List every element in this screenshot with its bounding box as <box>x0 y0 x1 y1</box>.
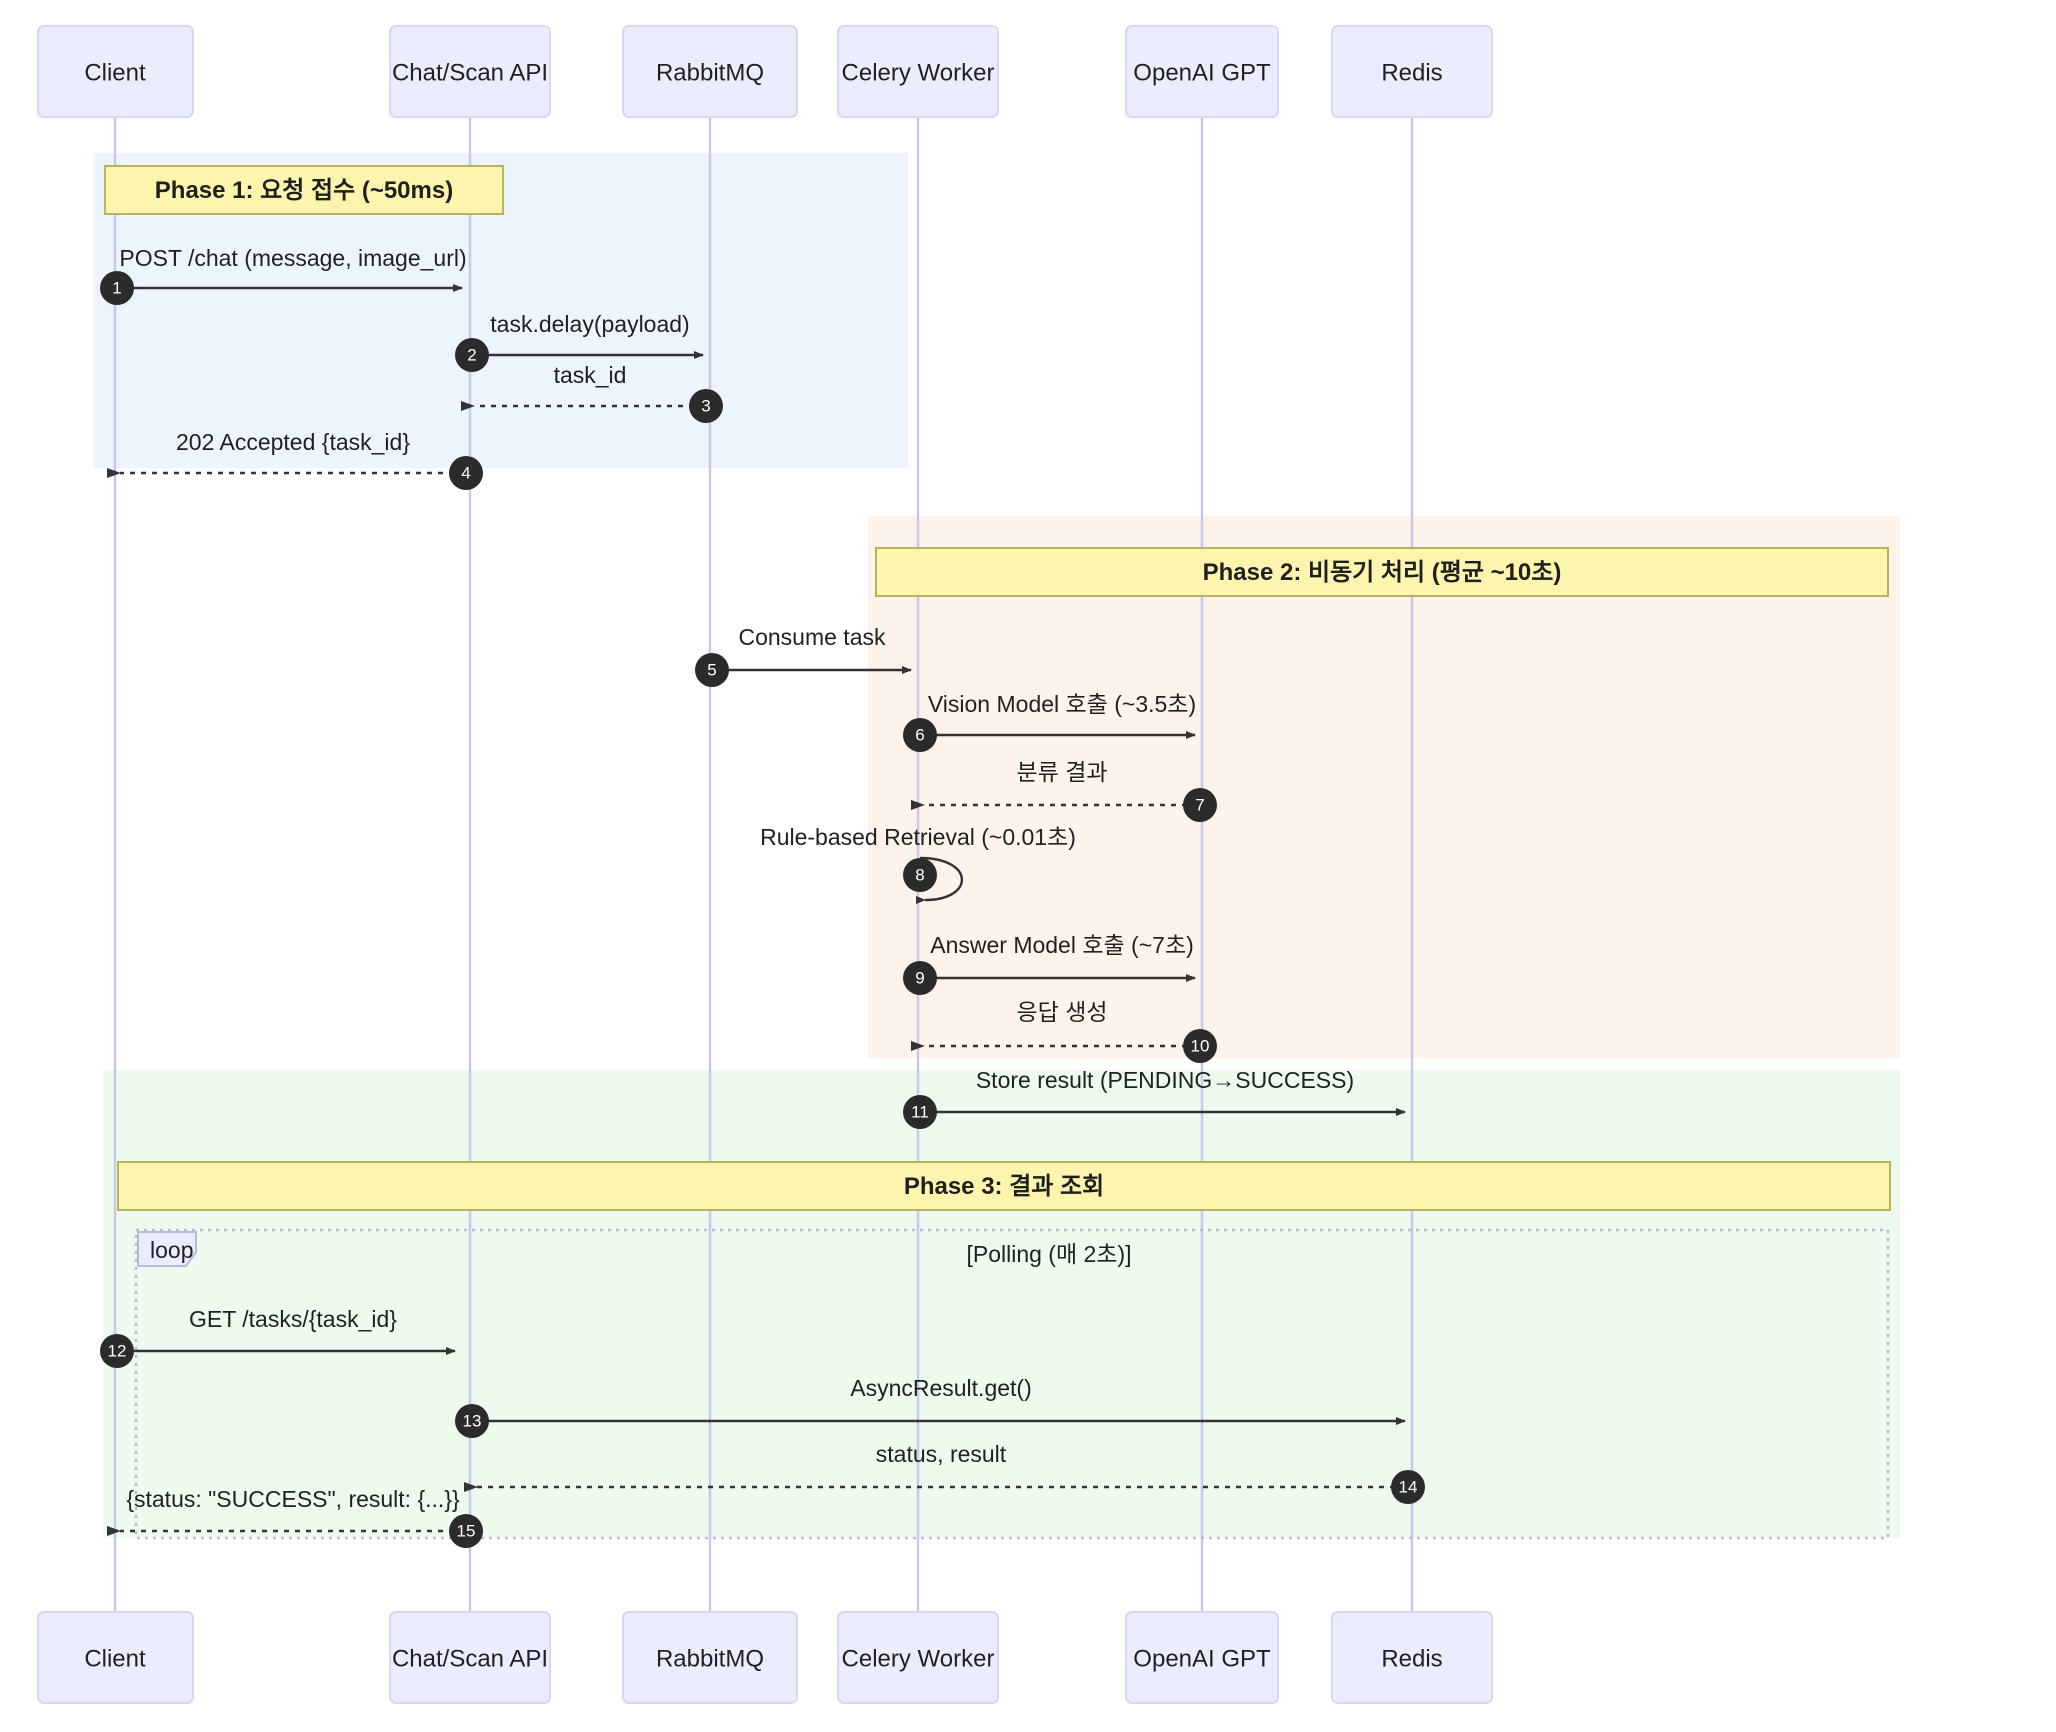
message-8: Rule-based Retrieval (~0.01초) 8 <box>760 824 1076 905</box>
message-13: AsyncResult.get() 13 <box>455 1375 1406 1438</box>
participant-celery-bottom[interactable]: Celery Worker <box>837 1611 999 1704</box>
loop-tab-label: loop <box>150 1237 193 1263</box>
message-4: 202 Accepted {task_id} 4 <box>107 429 483 490</box>
sequence-number: 8 <box>915 866 924 885</box>
participant-api-top[interactable]: Chat/Scan API <box>389 25 551 118</box>
message-label: GET /tasks/{task_id} <box>189 1306 397 1332</box>
participant-client-bottom[interactable]: Client <box>37 1611 194 1704</box>
message-3: task_id 3 <box>461 362 723 423</box>
message-14: status, result 14 <box>464 1441 1425 1504</box>
participant-label: Celery Worker <box>842 1645 995 1672</box>
message-11: Store result (PENDING→SUCCESS) 11 <box>903 1067 1406 1129</box>
sequence-badge <box>1183 788 1217 822</box>
sequence-badge <box>695 653 729 687</box>
message-7: 분류 결과 7 <box>911 759 1217 822</box>
message-12: GET /tasks/{task_id} 12 <box>100 1306 456 1368</box>
message-label: Vision Model 호출 (~3.5초) <box>928 691 1196 717</box>
loop-condition-label: [Polling (매 2초)] <box>966 1241 1131 1267</box>
sequence-badge <box>455 1404 489 1438</box>
phase3-label-text: Phase 3: 결과 조회 <box>904 1173 1104 1200</box>
sequence-badge <box>689 389 723 423</box>
message-15: {status: "SUCCESS", result: {...}} 15 <box>107 1486 483 1548</box>
sequence-number: 1 <box>112 279 121 298</box>
sequence-badge <box>449 1514 483 1548</box>
sequence-number: 3 <box>701 397 710 416</box>
phase3-label: Phase 3: 결과 조회 <box>117 1161 1891 1211</box>
sequence-number: 10 <box>1191 1037 1210 1056</box>
phase3-region <box>103 1070 1900 1538</box>
participant-label: Redis <box>1381 59 1442 86</box>
participant-api-bottom[interactable]: Chat/Scan API <box>389 1611 551 1704</box>
sequence-number: 9 <box>915 969 924 988</box>
message-label: 202 Accepted {task_id} <box>176 429 410 455</box>
message-10: 응답 생성 10 <box>911 999 1217 1063</box>
sequence-number: 11 <box>911 1103 929 1122</box>
message-label: status, result <box>876 1441 1007 1467</box>
sequence-badge <box>1391 1470 1425 1504</box>
participant-label: OpenAI GPT <box>1133 1645 1271 1672</box>
message-1: POST /chat (message, image_url) 1 <box>100 245 467 305</box>
message-2: task.delay(payload) 2 <box>455 311 704 372</box>
phase1-label: Phase 1: 요청 접수 (~50ms) <box>104 165 504 215</box>
participant-label: RabbitMQ <box>656 59 764 86</box>
phase2-region <box>868 516 1900 1058</box>
message-label: Rule-based Retrieval (~0.01초) <box>760 824 1076 850</box>
sequence-badge <box>903 961 937 995</box>
sequence-badge <box>100 271 134 305</box>
participant-rabbitmq-bottom[interactable]: RabbitMQ <box>622 1611 798 1704</box>
participant-redis-top[interactable]: Redis <box>1331 25 1493 118</box>
loop-frame: loop [Polling (매 2초)] <box>134 1228 1890 1540</box>
sequence-badge <box>1183 1029 1217 1063</box>
sequence-number: 2 <box>467 346 476 365</box>
message-6: Vision Model 호출 (~3.5초) 6 <box>903 691 1196 752</box>
message-label: Consume task <box>738 624 886 650</box>
message-label: AsyncResult.get() <box>850 1375 1032 1401</box>
participant-openai-top[interactable]: OpenAI GPT <box>1125 25 1279 118</box>
sequence-number: 6 <box>915 726 924 745</box>
participant-redis-bottom[interactable]: Redis <box>1331 1611 1493 1704</box>
participant-label: Chat/Scan API <box>392 1645 548 1672</box>
message-label: Store result (PENDING→SUCCESS) <box>976 1067 1354 1093</box>
sequence-badge <box>455 338 489 372</box>
sequence-badge <box>449 456 483 490</box>
sequence-number: 12 <box>108 1342 127 1361</box>
participant-label: Redis <box>1381 1645 1442 1672</box>
sequence-number: 4 <box>461 464 470 483</box>
message-9: Answer Model 호출 (~7초) 9 <box>903 932 1196 995</box>
participant-label: Client <box>84 59 146 86</box>
participant-label: Celery Worker <box>842 59 995 86</box>
participant-rabbitmq-top[interactable]: RabbitMQ <box>622 25 798 118</box>
participant-openai-bottom[interactable]: OpenAI GPT <box>1125 1611 1279 1704</box>
message-label: 분류 결과 <box>1016 759 1107 785</box>
sequence-number: 14 <box>1399 1478 1418 1497</box>
participant-client-top[interactable]: Client <box>37 25 194 118</box>
phase2-label: Phase 2: 비동기 처리 (평균 ~10초) <box>875 547 1889 597</box>
sequence-number: 15 <box>457 1522 476 1541</box>
sequence-number: 5 <box>707 661 716 680</box>
message-label: {status: "SUCCESS", result: {...}} <box>126 1486 460 1512</box>
sequence-number: 13 <box>463 1412 482 1431</box>
message-label: task.delay(payload) <box>490 311 689 337</box>
message-5: Consume task 5 <box>695 624 912 687</box>
message-label: Answer Model 호출 (~7초) <box>930 932 1194 958</box>
sequence-badge <box>903 1095 937 1129</box>
participant-celery-top[interactable]: Celery Worker <box>837 25 999 118</box>
participant-label: RabbitMQ <box>656 1645 764 1672</box>
message-label: POST /chat (message, image_url) <box>119 245 466 271</box>
message-label: 응답 생성 <box>1016 999 1107 1025</box>
phase2-label-text: Phase 2: 비동기 처리 (평균 ~10초) <box>1203 559 1562 586</box>
message-label: task_id <box>554 362 627 388</box>
phase1-label-text: Phase 1: 요청 접수 (~50ms) <box>155 177 453 204</box>
participant-label: Client <box>84 1645 146 1672</box>
participant-label: Chat/Scan API <box>392 59 548 86</box>
sequence-badge <box>100 1334 134 1368</box>
sequence-badge <box>903 718 937 752</box>
participant-label: OpenAI GPT <box>1133 59 1271 86</box>
sequence-number: 7 <box>1195 796 1204 815</box>
sequence-badge <box>903 858 937 892</box>
